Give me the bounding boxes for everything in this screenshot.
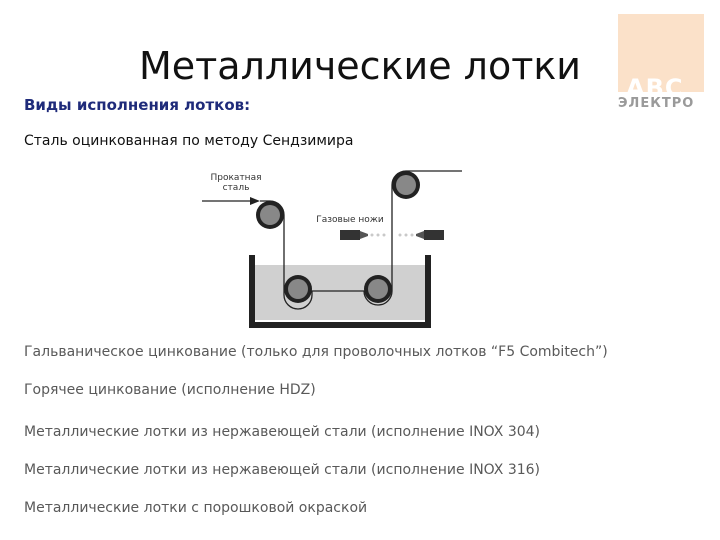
section-subtitle: Виды исполнения лотков:	[24, 96, 251, 114]
roller-entry	[256, 201, 284, 229]
roller-bath-left	[284, 275, 312, 303]
list-item: Металлические лотки из нержавеющей стали…	[24, 462, 541, 478]
gas-jet-icon	[370, 233, 414, 237]
abc-electro-logo: ABC ЭЛЕКТРО	[618, 14, 706, 111]
label-rolled-steel-line1: Прокатная	[211, 173, 262, 183]
gas-knife-left-icon	[340, 230, 368, 240]
label-rolled-steel-line2: сталь	[223, 183, 250, 193]
logo-name: ABC	[626, 74, 684, 102]
main-item: Сталь оцинкованная по методу Сендзимира	[24, 133, 354, 149]
list-item: Горячее цинкование (исполнение HDZ)	[24, 382, 316, 398]
zinc-bath-liquid	[252, 265, 426, 320]
gas-knife-right-icon	[416, 230, 444, 240]
logo-square	[618, 14, 704, 92]
list-item: Металлические лотки с порошковой окраско…	[24, 500, 368, 516]
logo-subtitle: ЭЛЕКТРО	[618, 96, 695, 111]
roller-exit	[392, 171, 420, 199]
zinc-bath-walls	[249, 255, 431, 328]
sendzimir-process-diagram: Прокатная сталь Газовые ножи	[202, 170, 462, 328]
incoming-arrow-head	[250, 197, 260, 205]
list-item: Гальваническое цинкование (только для пр…	[24, 344, 608, 360]
roller-bath-right	[364, 275, 392, 303]
list-item: Металлические лотки из нержавеющей стали…	[24, 424, 541, 440]
slide-title: Металлические лотки	[138, 44, 581, 88]
label-gas-knives: Газовые ножи	[316, 215, 384, 225]
